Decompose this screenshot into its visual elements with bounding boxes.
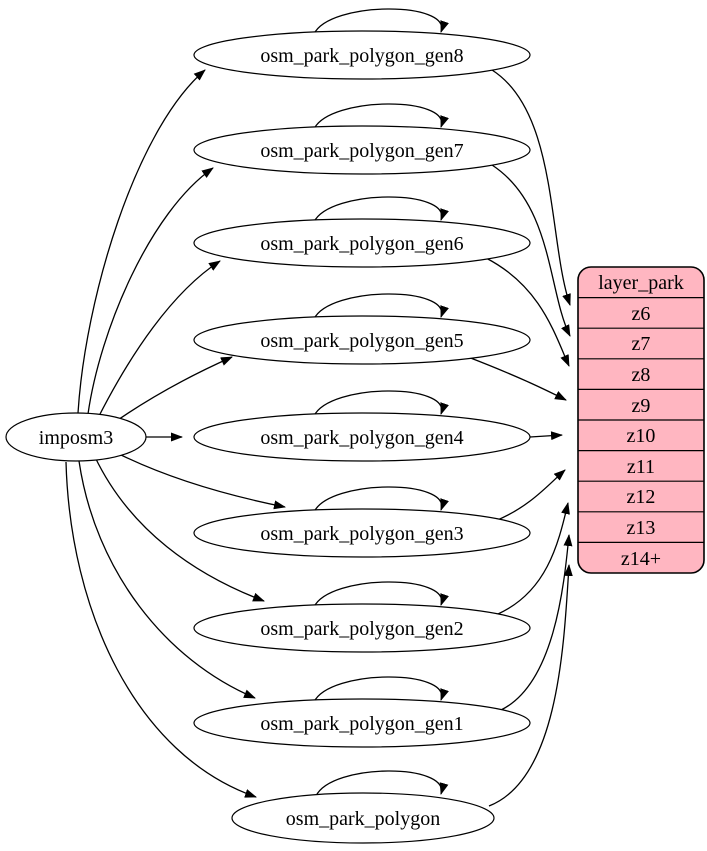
edge-imposm3-to-gen3 <box>112 450 286 510</box>
edges-from-source <box>65 69 286 798</box>
gen5-ellipse <box>193 315 531 365</box>
edge-imposm3-to-gen7 <box>87 167 214 415</box>
polygon-label: osm_park_polygon <box>286 808 440 830</box>
layer-row-z9: z9 <box>632 395 651 417</box>
edge-gen7-to-z7 <box>491 164 571 337</box>
edge-imposm3-to-polygon <box>65 461 257 798</box>
edge-imposm3-to-gen8 <box>77 69 206 414</box>
gen4-ellipse <box>193 412 531 462</box>
edge-imposm3-to-gen5 <box>111 356 233 425</box>
node-osm_park_polygon_gen6: osm_park_polygon_gen6 <box>193 218 531 268</box>
self-loop-edges <box>313 8 449 797</box>
gen3-ellipse <box>193 508 531 558</box>
gen7-label: osm_park_polygon_gen7 <box>260 140 463 162</box>
gen5-label: osm_park_polygon_gen5 <box>260 330 463 352</box>
edge-imposm3-to-gen6 <box>97 260 221 419</box>
edge-gen1-to-z13 <box>500 534 573 711</box>
self-loop-gen6 <box>313 196 449 223</box>
edges-to-layer <box>467 69 573 807</box>
node-osm_park_polygon_gen8: osm_park_polygon_gen8 <box>193 30 531 80</box>
self-loop-gen5 <box>313 293 449 320</box>
node-osm_park_polygon: osm_park_polygon <box>231 792 495 844</box>
gen3-label: osm_park_polygon_gen3 <box>260 523 463 545</box>
self-loop-gen8 <box>313 8 449 35</box>
self-loop-gen3 <box>313 486 449 513</box>
edge-gen5-to-z9 <box>467 356 567 401</box>
edge-gen2-to-z12 <box>497 502 570 615</box>
self-loop-gen4 <box>313 390 449 417</box>
self-loop-gen1 <box>313 676 449 703</box>
node-osm_park_polygon_gen1: osm_park_polygon_gen1 <box>193 698 531 748</box>
layer-row-z12: z12 <box>627 486 656 508</box>
gen6-ellipse <box>193 218 531 268</box>
layer-row-z7: z7 <box>632 333 651 355</box>
layer-park-table: layer_park z6 z7 z8 z9 z10 z11 z12 z13 z… <box>577 266 705 574</box>
edge-gen8-to-z6 <box>491 69 571 306</box>
layer-row-z6: z6 <box>632 303 651 325</box>
edge-imposm3-to-gen2 <box>94 456 265 602</box>
gen6-label: osm_park_polygon_gen6 <box>260 233 463 255</box>
self-loop-gen2 <box>313 581 449 608</box>
gen2-ellipse <box>193 603 531 653</box>
node-osm_park_polygon_gen5: osm_park_polygon_gen5 <box>193 315 531 365</box>
self-loop-polygon <box>315 770 449 797</box>
edge-gen3-to-z11 <box>494 469 566 522</box>
layer-row-z13: z13 <box>627 517 656 539</box>
imposm3-label: imposm3 <box>39 427 113 449</box>
layer-row-z8: z8 <box>632 364 651 386</box>
edge-gen6-to-z8 <box>485 257 570 367</box>
gen7-ellipse <box>193 125 531 175</box>
self-loop-gen7 <box>313 103 449 130</box>
node-imposm3: imposm3 <box>5 412 147 462</box>
edge-imposm3-to-gen1 <box>78 460 256 699</box>
imposm3-ellipse <box>5 412 147 462</box>
gen1-label: osm_park_polygon_gen1 <box>260 713 463 735</box>
layer-row-z10: z10 <box>627 425 656 447</box>
layer-park-title: layer_park <box>598 272 684 294</box>
edge-polygon-to-z14 <box>488 564 573 807</box>
layer-row-z11: z11 <box>627 456 655 478</box>
edge-gen4-to-z10 <box>529 431 563 441</box>
node-osm_park_polygon_gen2: osm_park_polygon_gen2 <box>193 603 531 653</box>
layer-row-z14: z14+ <box>621 548 661 570</box>
node-osm_park_polygon_gen4: osm_park_polygon_gen4 <box>193 412 531 462</box>
gen1-ellipse <box>193 698 531 748</box>
gen8-ellipse <box>193 30 531 80</box>
gen8-label: osm_park_polygon_gen8 <box>260 45 463 67</box>
node-osm_park_polygon_gen3: osm_park_polygon_gen3 <box>193 508 531 558</box>
node-osm_park_polygon_gen7: osm_park_polygon_gen7 <box>193 125 531 175</box>
gen4-label: osm_park_polygon_gen4 <box>260 427 463 449</box>
polygon-ellipse <box>231 792 495 844</box>
gen2-label: osm_park_polygon_gen2 <box>260 618 463 640</box>
